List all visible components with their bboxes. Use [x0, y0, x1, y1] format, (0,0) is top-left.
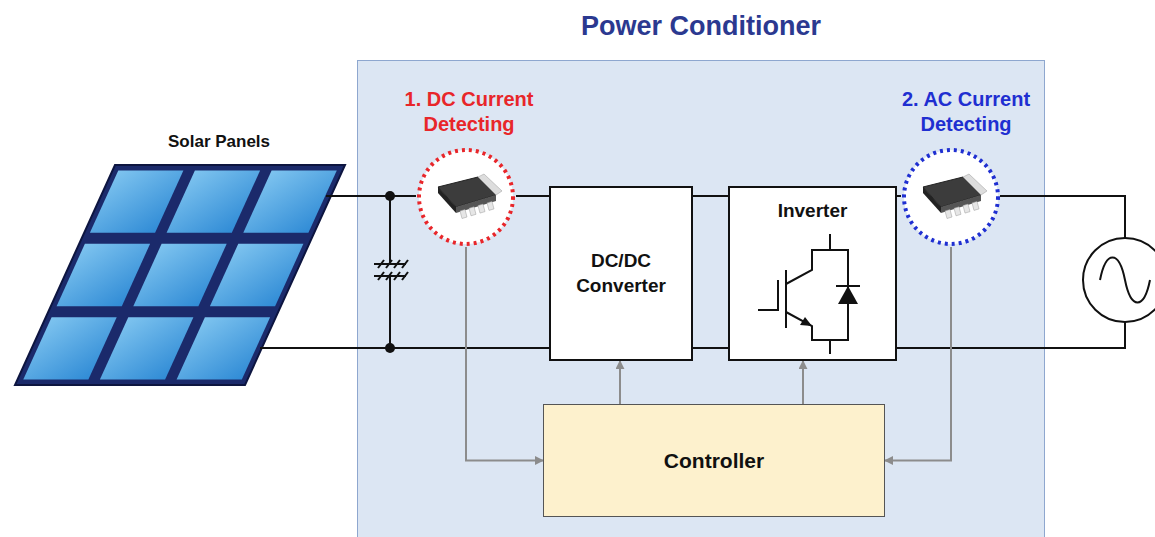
box-label: DC/DC Converter: [559, 249, 683, 298]
grid-wire: [880, 322, 1125, 348]
current-sensor-chip: [901, 147, 1001, 247]
signal-arrow: [466, 247, 543, 461]
power-wire: [353, 195, 416, 197]
capacitor-lead: [389, 196, 391, 264]
power-conditioner-panel: Power Conditioner1. DC Current Detecting…: [357, 60, 1045, 537]
signal-arrow: [619, 361, 621, 404]
panel-label: Solar Panels: [168, 132, 270, 152]
capacitor-hatch: [378, 260, 384, 268]
controller-box: Controller: [543, 404, 885, 517]
power-wire: [693, 195, 728, 197]
solar-panel-illustration: [8, 130, 353, 390]
callout-label: 2. AC Current Detecting: [886, 87, 1046, 137]
power-wire: [353, 347, 549, 349]
capacitor-hatch: [386, 260, 392, 268]
dc-current-sensor: 1. DC Current Detecting: [416, 147, 516, 247]
capacitor-hatch: [394, 260, 400, 268]
ac-current-sensor: 2. AC Current Detecting: [901, 147, 1001, 247]
capacitor-hatch: [402, 272, 408, 280]
capacitor-hatch: [378, 272, 384, 280]
grid-wire: [1000, 196, 1125, 238]
solar-panel: Solar Panels: [8, 130, 353, 390]
sine-wave: [1100, 258, 1150, 303]
signal-arrow: [802, 361, 804, 404]
power-wire: [516, 195, 549, 197]
igbt-symbol: [730, 228, 880, 358]
capacitor-lead: [389, 276, 391, 348]
ac-source-symbol: [1083, 238, 1155, 322]
signal-arrow: [885, 247, 951, 461]
capacitor-hatch: [402, 260, 408, 268]
power-wire: [897, 195, 901, 197]
panel-title: Power Conditioner: [358, 11, 1044, 42]
power-wire: [693, 347, 728, 349]
box-label: Inverter: [730, 200, 895, 222]
box-label: Controller: [664, 449, 764, 473]
callout-label: 1. DC Current Detecting: [389, 87, 549, 137]
converter-box: DC/DC Converter: [549, 186, 693, 361]
current-sensor-chip: [416, 147, 516, 247]
capacitor-hatch: [394, 272, 400, 280]
capacitor-hatch: [386, 272, 392, 280]
inverter-box: Inverter: [728, 186, 897, 361]
